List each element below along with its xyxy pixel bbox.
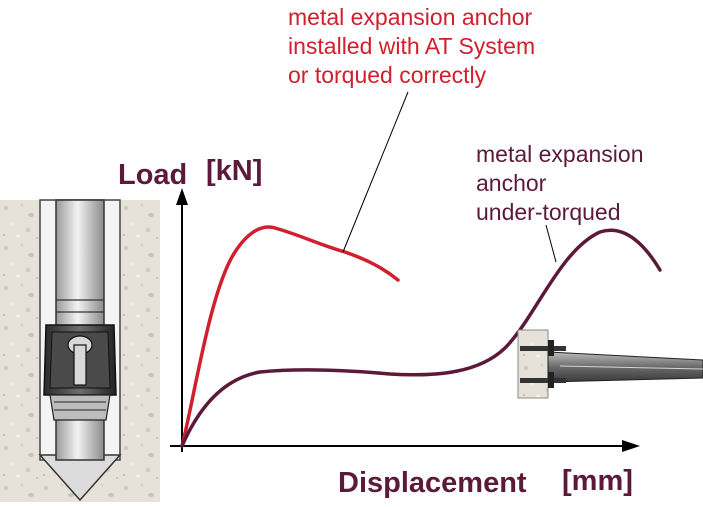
under-torque-annotation: metal expansion anchor under-torqued — [476, 141, 644, 225]
correct-annotation-line-3: or torqued correctly — [288, 62, 487, 88]
x-axis-unit: [mm] — [562, 465, 633, 497]
y-axis-arrow — [176, 188, 188, 205]
correct-annotation-line-2: installed with AT System — [288, 33, 535, 59]
correct-torque-annotation: metal expansion anchor installed with AT… — [288, 4, 535, 88]
x-axis-title: Displacement — [338, 467, 527, 499]
y-axis-unit: [kN] — [206, 155, 262, 187]
under-annotation-line-1: metal expansion — [476, 141, 644, 167]
anchor-in-concrete-illustration — [0, 199, 160, 502]
x-axis-arrow — [622, 440, 640, 452]
under-leader-line — [545, 224, 557, 263]
y-axis-title: Load — [118, 159, 187, 191]
bolt-in-wall-illustration — [517, 329, 703, 399]
correct-torque-curve — [180, 225, 400, 448]
under-torque-curve — [180, 228, 662, 448]
correct-leader-line — [342, 91, 409, 253]
under-annotation-line-3: under-torqued — [476, 199, 621, 225]
axes — [170, 188, 640, 452]
under-annotation-line-2: anchor — [476, 170, 547, 196]
correct-annotation-line-1: metal expansion anchor — [288, 4, 533, 30]
